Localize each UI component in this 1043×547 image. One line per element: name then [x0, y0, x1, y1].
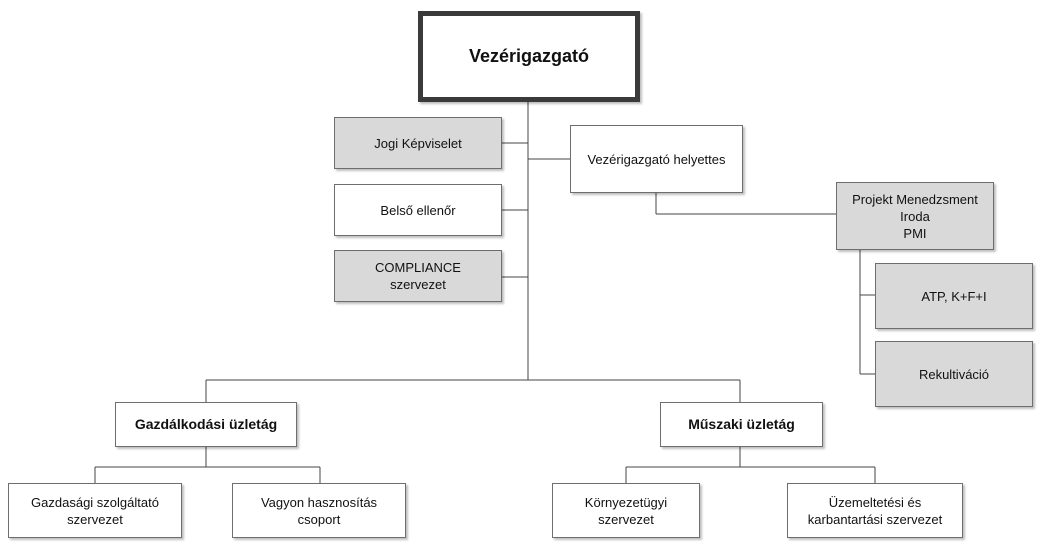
compliance-label: COMPLIANCE szervezet: [375, 260, 461, 292]
atp-label: ATP, K+F+I: [921, 288, 987, 304]
internal-audit-box: Belső ellenőr: [334, 184, 502, 236]
internal-audit-label: Belső ellenőr: [380, 202, 456, 218]
asset-utilization-box: Vagyon hasznosítás csoport: [232, 483, 406, 538]
technical-division-box: Műszaki üzletág: [660, 402, 823, 447]
technical-division-label: Műszaki üzletág: [688, 416, 795, 432]
recultivation-box: Rekultiváció: [875, 341, 1033, 407]
environmental-label: Környezetügyi szervezet: [584, 494, 668, 527]
recultivation-label: Rekultiváció: [918, 366, 990, 382]
environmental-box: Környezetügyi szervezet: [552, 483, 700, 538]
pmo-box: Projekt Menedzsment Iroda PMI: [836, 182, 994, 250]
ceo-box: Vezérigazgató: [418, 11, 640, 102]
economic-division-label: Gazdálkodási üzletág: [134, 416, 278, 432]
asset-utilization-label: Vagyon hasznosítás csoport: [260, 494, 378, 527]
atp-box: ATP, K+F+I: [875, 263, 1033, 329]
economic-services-box: Gazdasági szolgáltató szervezet: [8, 483, 182, 538]
operations-maintenance-box: Üzemeltetési és karbantartási szervezet: [787, 483, 963, 538]
ceo-label: Vezérigazgató: [468, 46, 590, 66]
deputy-ceo-box: Vezérigazgató helyettes: [570, 125, 743, 193]
compliance-box: COMPLIANCE szervezet: [334, 250, 502, 302]
economic-division-box: Gazdálkodási üzletág: [115, 402, 297, 447]
legal-representation-box: Jogi Képviselet: [334, 117, 502, 169]
operations-maintenance-label: Üzemeltetési és karbantartási szervezet: [807, 494, 943, 527]
legal-representation-label: Jogi Képviselet: [374, 135, 462, 151]
deputy-ceo-label: Vezérigazgató helyettes: [587, 151, 726, 167]
economic-services-label: Gazdasági szolgáltató szervezet: [31, 494, 159, 527]
pmo-label: Projekt Menedzsment Iroda PMI: [852, 191, 978, 241]
